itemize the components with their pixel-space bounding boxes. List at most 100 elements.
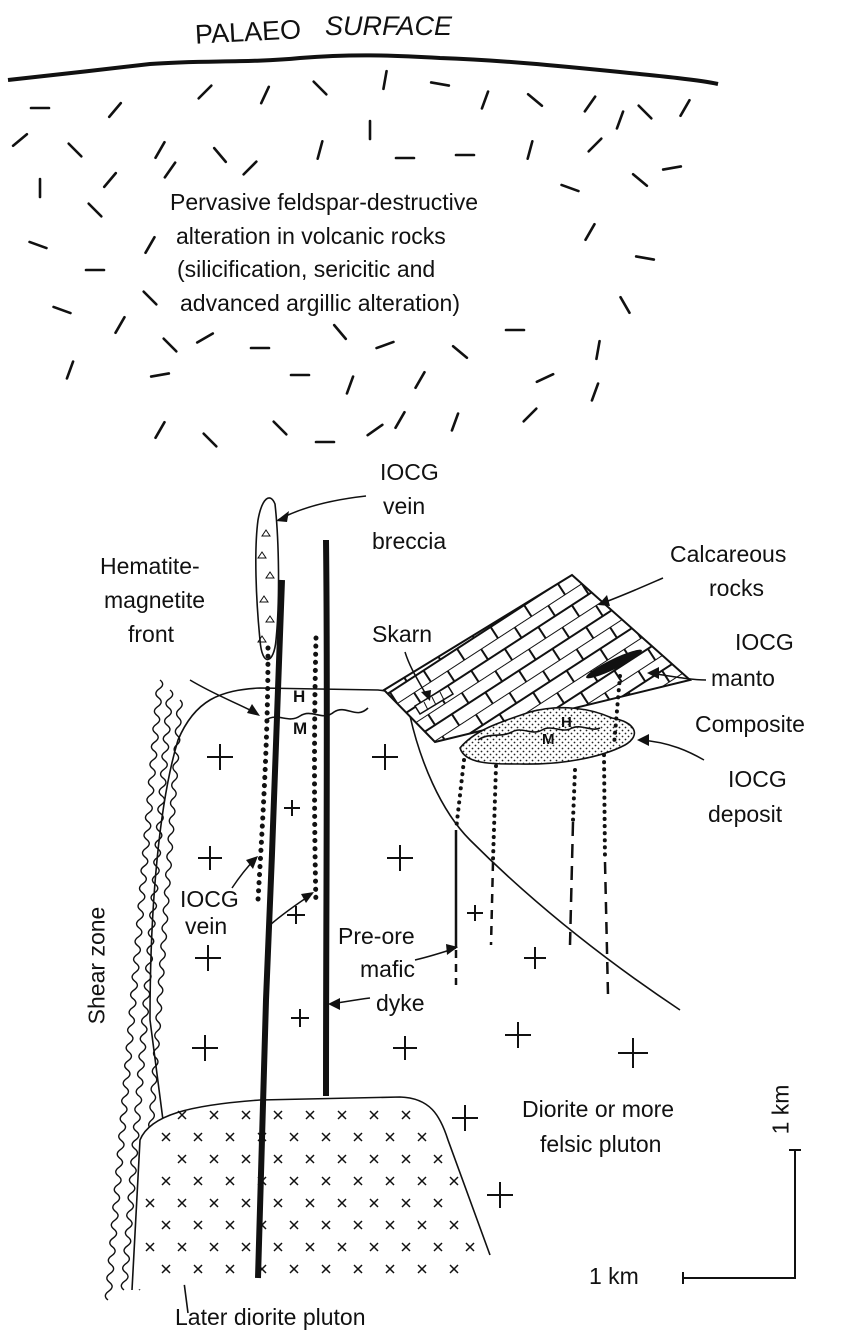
volcanic-dash	[154, 140, 166, 160]
volcanic-dash	[522, 407, 538, 423]
vein-breccia-label-3: breccia	[372, 528, 447, 554]
scale-bar	[682, 1149, 801, 1284]
volcanic-dash	[634, 255, 656, 261]
volcanic-dash	[429, 81, 451, 87]
arrow-hematite-front	[189, 679, 259, 715]
iocg-vein-dotted-right	[312, 635, 319, 908]
volcanic-dash	[595, 339, 601, 361]
x-mark	[145, 1242, 155, 1252]
x-mark	[193, 1176, 203, 1186]
volcanic-dash	[526, 140, 534, 160]
volcanic-dash	[526, 92, 544, 108]
arrowhead-iocg-vein-1	[246, 856, 258, 869]
x-mark	[401, 1242, 411, 1252]
calcareous-label-1: Calcareous	[670, 541, 787, 567]
x-mark	[401, 1154, 411, 1164]
x-mark	[225, 1176, 235, 1186]
x-mark	[305, 1154, 315, 1164]
volcanic-dash	[114, 315, 126, 335]
x-mark	[225, 1220, 235, 1230]
x-mark	[337, 1154, 347, 1164]
breccia-fragment	[257, 551, 267, 559]
x-mark	[449, 1264, 459, 1274]
x-mark	[241, 1154, 251, 1164]
alteration-line-4: advanced argillic alteration)	[180, 290, 460, 316]
surface-label: SURFACE	[325, 11, 453, 41]
m-label-composite: M	[542, 731, 555, 748]
x-mark	[177, 1154, 187, 1164]
feeder-4-dots	[602, 753, 607, 862]
hematite-label-1: Hematite-	[100, 553, 200, 579]
x-mark	[417, 1132, 427, 1142]
volcanic-dash	[332, 323, 348, 341]
x-mark	[209, 1242, 219, 1252]
palaeo-label: PALAEO	[194, 14, 302, 50]
manto-feeder-dots	[612, 674, 622, 747]
scale-label-vertical: 1 km	[767, 1084, 794, 1135]
x-mark	[369, 1198, 379, 1208]
scale-bar-lines	[683, 1150, 796, 1279]
arrow-vein-breccia	[277, 495, 367, 521]
x-mark	[321, 1264, 331, 1274]
breccia-fragment	[265, 571, 275, 579]
feeder-4-dash	[603, 861, 610, 996]
x-mark	[209, 1198, 219, 1208]
volcanic-dash	[65, 360, 75, 380]
x-mark	[417, 1264, 427, 1274]
later-pluton-x-marks	[145, 1110, 475, 1274]
arrowhead-composite	[637, 734, 649, 746]
composite-deposit-body	[459, 706, 636, 765]
x-mark	[273, 1198, 283, 1208]
volcanic-dash	[154, 420, 166, 440]
x-mark	[193, 1220, 203, 1230]
pluton-plus-signs	[192, 744, 648, 1208]
x-mark	[289, 1176, 299, 1186]
volcanic-dash	[382, 69, 388, 91]
composite-label-3: deposit	[708, 801, 783, 827]
x-mark	[161, 1220, 171, 1230]
volcanic-dash	[414, 370, 426, 390]
x-mark	[225, 1264, 235, 1274]
x-mark	[161, 1132, 171, 1142]
arrowhead-hematite-front	[247, 704, 260, 716]
manto-label-1: IOCG	[735, 629, 794, 655]
x-mark	[337, 1198, 347, 1208]
feeder-2-dash	[489, 861, 495, 946]
skarn-hatch-2	[431, 696, 437, 706]
feeder-2-dots	[491, 764, 498, 862]
iocg-vein-label-2: vein	[185, 913, 228, 939]
x-mark	[401, 1110, 411, 1120]
arrow-calcareous	[599, 577, 664, 605]
x-mark	[241, 1198, 251, 1208]
x-mark	[177, 1198, 187, 1208]
x-mark	[385, 1176, 395, 1186]
diorite-label-2: felsic pluton	[540, 1131, 662, 1157]
arrowhead-manto	[647, 667, 659, 679]
x-mark	[449, 1176, 459, 1186]
arrowhead-calcareous	[598, 595, 610, 606]
x-mark	[433, 1154, 443, 1164]
volcanic-dash	[272, 420, 288, 436]
x-mark	[353, 1176, 363, 1186]
breccia-fragment	[259, 595, 269, 603]
x-mark	[385, 1132, 395, 1142]
x-mark	[193, 1132, 203, 1142]
skarn-hatch-1	[423, 701, 429, 711]
x-mark	[209, 1110, 219, 1120]
x-mark	[321, 1132, 331, 1142]
iocg-vein-dotted-left	[255, 645, 271, 903]
volcanic-dash	[583, 95, 597, 113]
alteration-line-1: Pervasive feldspar-destructive	[170, 189, 479, 215]
x-mark	[209, 1154, 219, 1164]
x-mark	[305, 1198, 315, 1208]
x-mark	[193, 1264, 203, 1274]
volcanic-dashes	[11, 69, 691, 448]
palaeo-surface-line	[7, 53, 719, 86]
x-mark	[433, 1198, 443, 1208]
x-mark	[273, 1110, 283, 1120]
arrow-composite	[639, 739, 705, 761]
x-mark	[225, 1132, 235, 1142]
volcanic-dash	[590, 382, 600, 402]
volcanic-dash	[619, 295, 631, 315]
x-mark	[385, 1264, 395, 1274]
